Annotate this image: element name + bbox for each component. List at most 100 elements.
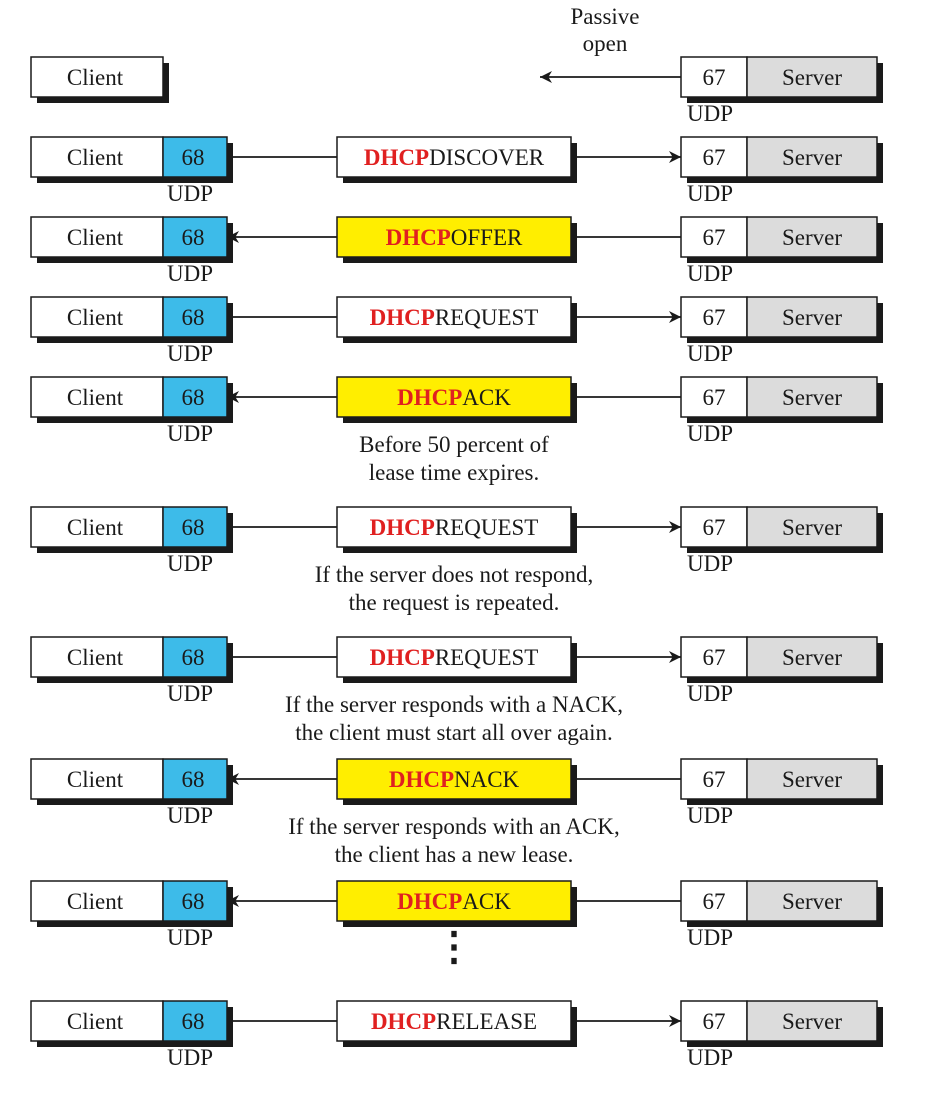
client-port-label: 68 <box>182 767 205 792</box>
server-port-label: 67 <box>703 1009 726 1034</box>
client-label: Client <box>67 65 124 90</box>
client-udp-label: UDP <box>167 341 213 366</box>
client-port-box <box>162 506 228 548</box>
passive-open-label-1: Passive <box>571 4 640 29</box>
message-box <box>336 296 572 338</box>
client-label: Client <box>67 889 124 914</box>
client-udp-label: UDP <box>167 925 213 950</box>
note-2: If the server responds with a NACK,the c… <box>285 692 623 745</box>
server-port-box <box>680 1000 748 1042</box>
client-label: Client <box>67 1009 124 1034</box>
server-udp-label: UDP <box>687 341 733 366</box>
message-label: DHCPDISCOVER <box>364 145 545 170</box>
client-port-label: 68 <box>182 385 205 410</box>
message-label: DHCPREQUEST <box>370 305 539 330</box>
client-port-box <box>162 880 228 922</box>
message-label: DHCPRELEASE <box>371 1009 537 1034</box>
note-line: lease time expires. <box>369 460 540 485</box>
message-label: DHCPNACK <box>389 767 520 792</box>
message-prefix: DHCP <box>371 1009 436 1034</box>
client-box <box>30 216 164 258</box>
client-port-box <box>162 136 228 178</box>
message-label: DHCPREQUEST <box>370 515 539 540</box>
client-udp-label: UDP <box>167 421 213 446</box>
server-port-label: 67 <box>703 385 726 410</box>
client-udp-label: UDP <box>167 261 213 286</box>
server-port-box <box>680 216 748 258</box>
server-box <box>746 1000 878 1042</box>
server-port-box <box>680 880 748 922</box>
server-label: Server <box>782 645 842 670</box>
message-type: ACK <box>462 889 511 914</box>
client-box <box>30 506 164 548</box>
passive-open-label-2: open <box>583 31 628 56</box>
server-port-box <box>680 636 748 678</box>
message-label: DHCPOFFER <box>386 225 523 250</box>
message-type: REQUEST <box>435 305 539 330</box>
client-udp-label: UDP <box>167 1045 213 1070</box>
server-udp-label: UDP <box>687 181 733 206</box>
client-label: Client <box>67 145 124 170</box>
client-label: Client <box>67 385 124 410</box>
message-prefix: DHCP <box>370 305 435 330</box>
server-label: Server <box>782 889 842 914</box>
server-udp-label: UDP <box>687 681 733 706</box>
server-label: Server <box>782 515 842 540</box>
message-type: DISCOVER <box>429 145 545 170</box>
client-label: Client <box>67 225 124 250</box>
server-port-label: 67 <box>703 225 726 250</box>
client-port-box <box>162 376 228 418</box>
client-box <box>30 376 164 418</box>
client-udp-label: UDP <box>167 803 213 828</box>
message-box <box>336 216 572 258</box>
server-box <box>746 376 878 418</box>
server-label: Server <box>782 385 842 410</box>
server-box <box>746 56 878 98</box>
message-box <box>336 636 572 678</box>
message-type: NACK <box>454 767 520 792</box>
note-3: If the server responds with an ACK,the c… <box>288 814 620 867</box>
server-udp-label: UDP <box>687 101 733 126</box>
message-box <box>336 1000 572 1042</box>
server-box <box>746 880 878 922</box>
message-type: REQUEST <box>435 645 539 670</box>
server-port-label: 67 <box>703 305 726 330</box>
client-port-label: 68 <box>182 225 205 250</box>
message-label: DHCPACK <box>397 889 511 914</box>
message-prefix: DHCP <box>370 515 435 540</box>
message-box <box>336 136 572 178</box>
server-box <box>746 758 878 800</box>
client-port-label: 68 <box>182 889 205 914</box>
ellipsis: ⋮ <box>434 924 474 969</box>
server-udp-label: UDP <box>687 803 733 828</box>
message-label: DHCPREQUEST <box>370 645 539 670</box>
server-port-label: 67 <box>703 65 726 90</box>
message-type: REQUEST <box>435 515 539 540</box>
message-prefix: DHCP <box>397 889 462 914</box>
server-port-label: 67 <box>703 515 726 540</box>
note-line: the request is repeated. <box>349 590 560 615</box>
client-box <box>30 136 164 178</box>
client-label: Client <box>67 515 124 540</box>
server-label: Server <box>782 1009 842 1034</box>
message-prefix: DHCP <box>389 767 454 792</box>
client-udp-label: UDP <box>167 181 213 206</box>
client-port-box <box>162 636 228 678</box>
client-box <box>30 56 164 98</box>
server-box <box>746 636 878 678</box>
note-line: the client must start all over again. <box>295 720 612 745</box>
server-box <box>746 216 878 258</box>
message-type: ACK <box>462 385 511 410</box>
server-port-label: 67 <box>703 145 726 170</box>
note-line: If the server responds with an ACK, <box>288 814 620 839</box>
client-label: Client <box>67 305 124 330</box>
